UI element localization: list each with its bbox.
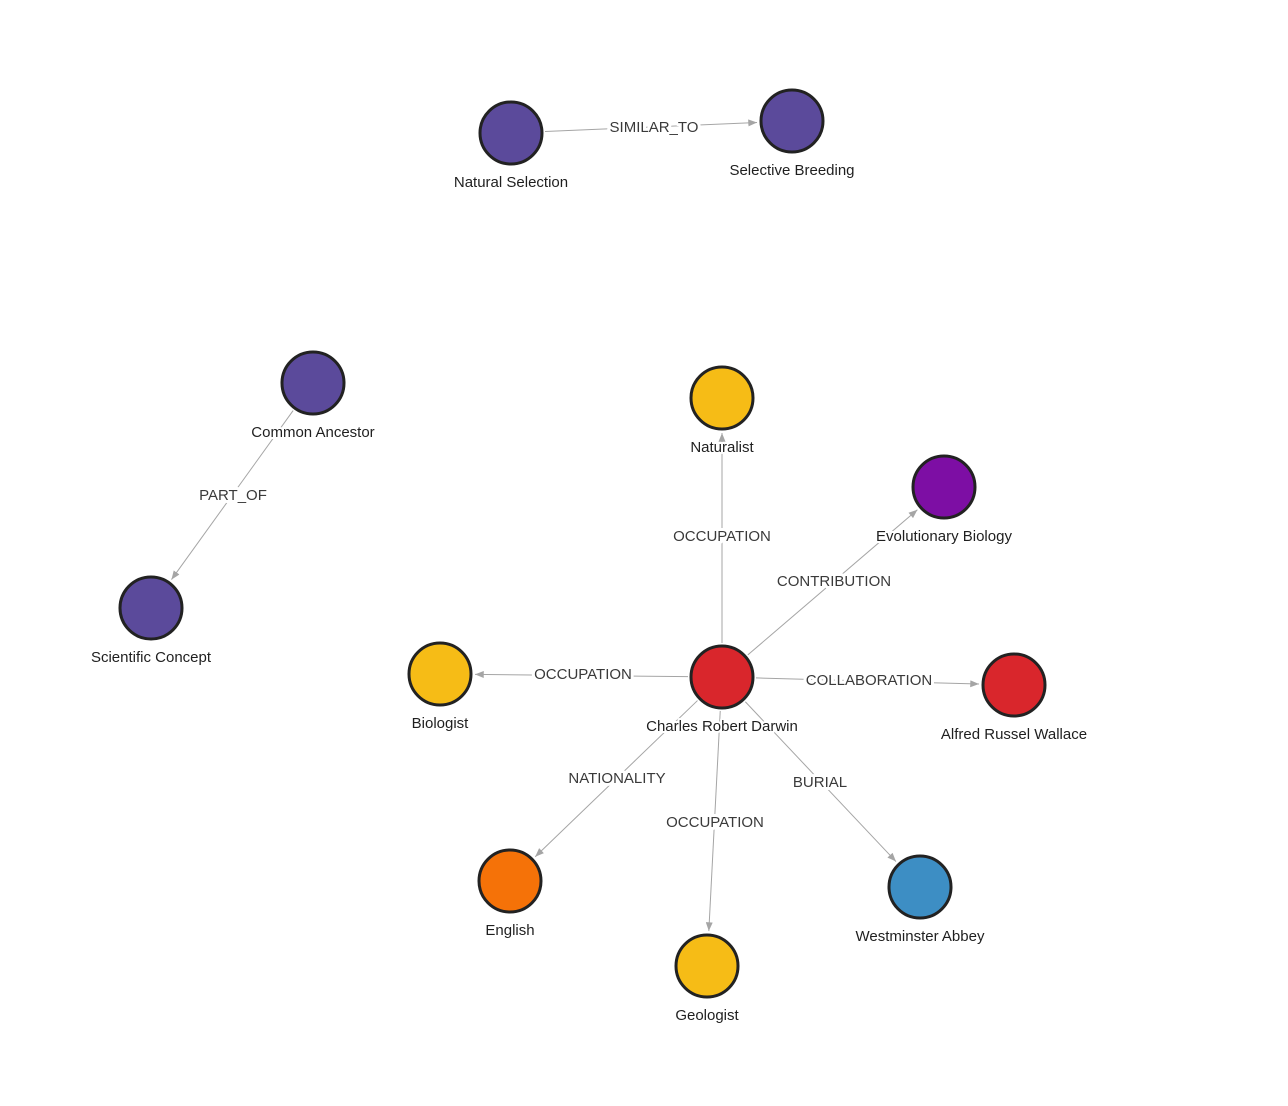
- node-circle-english[interactable]: [477, 848, 543, 914]
- graph-edge-charles-robert-darwin-geologist[interactable]: OCCUPATION: [663, 710, 767, 932]
- graph-edge-natural-selection-selective-breeding[interactable]: SIMILAR_TO: [544, 116, 758, 139]
- node-circle-common-ancestor[interactable]: [280, 350, 346, 416]
- edge-line[interactable]: [171, 410, 294, 580]
- edge-line[interactable]: [474, 670, 689, 678]
- node-circle-charles-robert-darwin[interactable]: [689, 644, 755, 710]
- graph-node-naturalist[interactable]: Naturalist: [688, 365, 757, 458]
- node-circle-natural-selection[interactable]: [478, 100, 544, 166]
- graph-node-scientific-concept[interactable]: Scientific Concept: [89, 575, 214, 668]
- edge-label: CONTRIBUTION: [777, 573, 891, 590]
- edge-label: COLLABORATION: [806, 672, 932, 689]
- graph-edge-common-ancestor-scientific-concept[interactable]: PART_OF: [171, 410, 294, 580]
- edge-line[interactable]: [744, 701, 897, 862]
- graph-edge-charles-robert-darwin-naturalist[interactable]: OCCUPATION: [670, 433, 774, 643]
- edge-line[interactable]: [534, 700, 698, 858]
- graph-node-westminster-abbey[interactable]: Westminster Abbey: [854, 854, 987, 947]
- graph-edge-charles-robert-darwin-english[interactable]: NATIONALITY: [534, 700, 698, 858]
- graph-node-alfred-russel-wallace[interactable]: Alfred Russel Wallace: [939, 652, 1089, 745]
- node-circle-selective-breeding[interactable]: [759, 88, 825, 154]
- node-label: Natural Selection: [454, 174, 568, 191]
- node-circle-biologist[interactable]: [407, 641, 473, 707]
- edge-label: PART_OF: [199, 487, 267, 504]
- node-circle-scientific-concept[interactable]: [118, 575, 184, 641]
- node-circle-alfred-russel-wallace[interactable]: [981, 652, 1047, 718]
- node-label: Biologist: [412, 715, 470, 732]
- node-label: Geologist: [675, 1007, 739, 1024]
- graph-node-selective-breeding[interactable]: Selective Breeding: [727, 88, 857, 181]
- edge-label: OCCUPATION: [534, 666, 632, 683]
- edge-label: BURIAL: [793, 774, 847, 791]
- edge-line[interactable]: [705, 710, 721, 932]
- edge-label: OCCUPATION: [673, 528, 771, 545]
- node-circle-naturalist[interactable]: [689, 365, 755, 431]
- node-circle-westminster-abbey[interactable]: [887, 854, 953, 920]
- edge-label: NATIONALITY: [568, 770, 665, 787]
- graph-edge-charles-robert-darwin-evolutionary-biology[interactable]: CONTRIBUTION: [747, 509, 918, 656]
- edge-line[interactable]: [747, 509, 918, 656]
- node-label: Westminster Abbey: [856, 928, 985, 945]
- graph-node-english[interactable]: English: [477, 848, 543, 941]
- graph-edge-charles-robert-darwin-westminster-abbey[interactable]: BURIAL: [744, 701, 897, 862]
- node-label: Alfred Russel Wallace: [941, 726, 1087, 743]
- edge-line[interactable]: [544, 119, 758, 133]
- graph-node-common-ancestor[interactable]: Common Ancestor: [249, 350, 377, 443]
- node-label: Evolutionary Biology: [876, 528, 1012, 545]
- node-label: Naturalist: [690, 439, 754, 456]
- edge-label: SIMILAR_TO: [610, 119, 699, 136]
- node-label: English: [485, 922, 534, 939]
- graph-edge-charles-robert-darwin-alfred-russel-wallace[interactable]: COLLABORATION: [755, 669, 980, 692]
- graph-node-natural-selection[interactable]: Natural Selection: [452, 100, 570, 193]
- node-layer: Natural Selection Selective BreedingCommo…: [89, 88, 1089, 1026]
- graph-node-geologist[interactable]: Geologist: [673, 933, 742, 1026]
- edge-label: OCCUPATION: [666, 814, 764, 831]
- node-label: Common Ancestor: [251, 424, 374, 441]
- edge-line[interactable]: [755, 677, 980, 688]
- edge-layer: SIMILAR_TO PART_OF OCCUPATION CONTRIBUTION O…: [171, 116, 980, 932]
- node-circle-evolutionary-biology[interactable]: [911, 454, 977, 520]
- node-label: Charles Robert Darwin: [646, 718, 798, 735]
- graph-node-evolutionary-biology[interactable]: Evolutionary Biology: [874, 454, 1014, 547]
- node-label: Scientific Concept: [91, 649, 212, 666]
- node-label: Selective Breeding: [729, 162, 854, 179]
- graph-node-charles-robert-darwin[interactable]: Charles Robert Darwin: [644, 644, 800, 737]
- graph-edge-charles-robert-darwin-biologist[interactable]: OCCUPATION: [474, 663, 689, 686]
- node-circle-geologist[interactable]: [674, 933, 740, 999]
- graph-node-biologist[interactable]: Biologist: [407, 641, 473, 734]
